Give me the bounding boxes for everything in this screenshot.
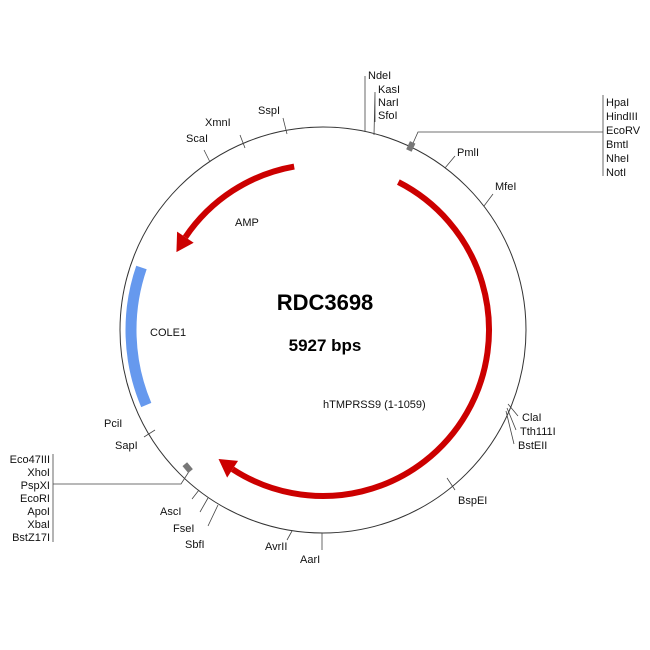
bspei-line [446,477,456,491]
site-sspi[interactable]: SspI [258,105,280,117]
htmprss9-label: hTMPRSS9 (1-1059) [323,399,426,411]
avrii-line [286,530,293,541]
site-eco47iii[interactable]: Eco47III [10,454,50,466]
site-tth111i[interactable]: Tth111I [520,426,556,438]
site-asci[interactable]: AscI [160,506,181,518]
xmni-line [239,134,246,149]
kasi-line [373,91,376,136]
site-xmni[interactable]: XmnI [205,117,231,129]
scai-line [203,149,211,163]
site-bsteii[interactable]: BstEII [518,440,547,452]
amp-feature-arrow[interactable] [182,163,295,239]
site-nhei[interactable]: NheI [606,153,629,165]
htmprss9-feature-arrow[interactable] [230,179,492,500]
amp-label: AMP [235,217,259,229]
site-bmti[interactable]: BmtI [606,139,629,151]
sapi-line [143,429,156,438]
site-hindiii[interactable]: HindIII [606,111,638,123]
site-mfei[interactable]: MfeI [495,181,516,193]
site-scai[interactable]: ScaI [186,133,208,145]
site-kasi[interactable]: KasI [378,84,400,96]
site-xbai[interactable]: XbaI [27,519,50,531]
backbone-circle [119,126,527,534]
site-clai[interactable]: ClaI [522,412,542,424]
site-apoi[interactable]: ApoI [27,506,50,518]
site-ecori[interactable]: EcoRI [20,493,50,505]
site-nari[interactable]: NarI [378,97,399,109]
cole1-label: COLE1 [150,327,186,339]
mfei-line [483,193,494,207]
right-cluster-marker [406,141,416,152]
site-pcii[interactable]: PciI [104,418,122,430]
site-xhoi[interactable]: XhoI [27,467,50,479]
site-sapi[interactable]: SapI [115,440,138,452]
site-noti[interactable]: NotI [606,167,626,179]
cole1-feature-arc[interactable] [125,265,152,408]
site-sbfi[interactable]: SbfI [185,539,205,551]
cla-cluster-lines [505,403,519,445]
site-sfoi[interactable]: SfoI [378,110,398,122]
site-fsei[interactable]: FseI [173,523,194,535]
site-bspei[interactable]: BspEI [458,495,487,507]
plasmid-name: RDC3698 [277,290,374,315]
left-cluster-line [52,454,191,542]
pmli-line [444,155,456,169]
site-bstz17i[interactable]: BstZ17I [12,532,50,544]
site-ndei[interactable]: NdeI [368,70,391,82]
site-aari[interactable]: AarI [300,554,320,566]
sbfi-fsei-asci-lines [191,489,219,527]
sspi-line [282,117,288,135]
plasmid-size: 5927 bps [289,336,362,355]
site-hpai[interactable]: HpaI [606,97,629,109]
amp-arrowhead [176,231,194,253]
htmprss9-arrowhead [218,459,239,478]
site-pspxi[interactable]: PspXI [21,480,50,492]
left-cluster-marker [182,462,193,473]
site-ecorv[interactable]: EcoRV [606,125,641,137]
site-pmli[interactable]: PmlI [457,147,479,159]
site-avrii[interactable]: AvrII [265,541,287,553]
